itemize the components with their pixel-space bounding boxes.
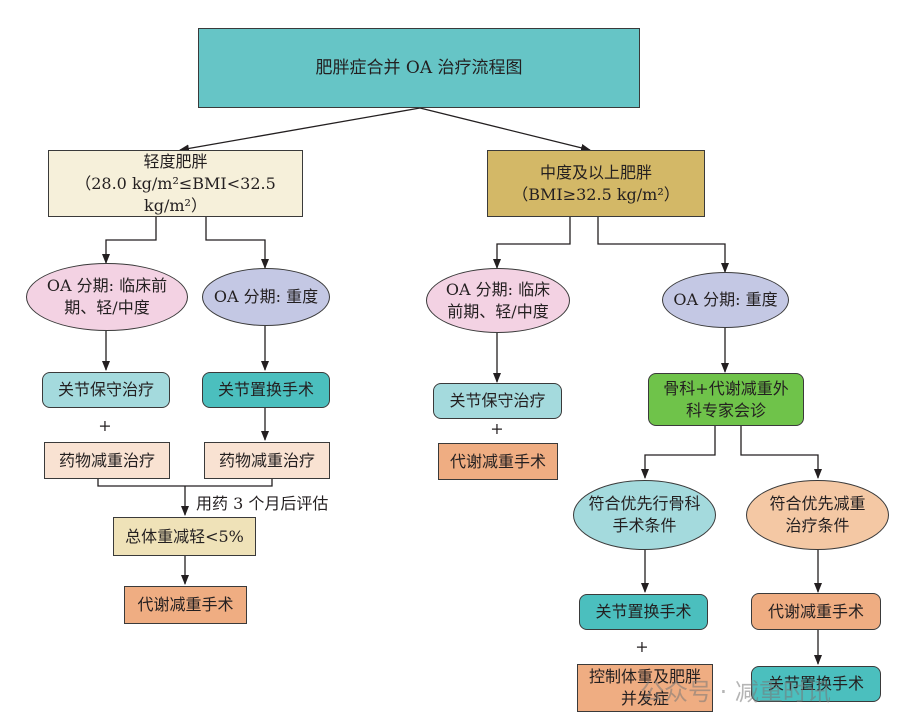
- right-metabolic-box-2: 代谢减重手术: [751, 593, 881, 630]
- control-box: 控制体重及肥胖并发症: [577, 664, 713, 712]
- moderate-obesity-range: （BMI≥32.5 kg/m²）: [512, 184, 680, 204]
- right-conservative-text: 关节保守治疗: [449, 391, 546, 410]
- arrow-moderate-to-stage2: [597, 216, 729, 273]
- arrow-title-to-mild: [179, 107, 421, 153]
- merge-bracket: [97, 478, 273, 487]
- left-stage-severe-ellipse: OA 分期: 重度: [202, 268, 330, 326]
- left-surgery-box: 关节置换手术: [202, 372, 330, 408]
- left-conservative-text: 关节保守治疗: [57, 380, 154, 399]
- consult-box: 骨科+代谢减重外科专家会诊: [648, 373, 804, 426]
- arrow-consult-to-weight: [740, 425, 822, 479]
- right-metabolic-box: 代谢减重手术: [438, 443, 558, 480]
- arrow-mild-to-stage1: [102, 216, 157, 264]
- assess-note: 用药 3 个月后评估: [196, 494, 329, 513]
- mild-obesity-range: （28.0 kg/m²≤BMI<32.5 kg/m²）: [75, 173, 276, 215]
- ortho-first-ellipse: 符合优先行骨科手术条件: [573, 480, 716, 550]
- left-drug-text-1: 药物减重治疗: [58, 450, 155, 470]
- left-plus: +: [98, 416, 112, 435]
- left-drug-text-2: 药物减重治疗: [218, 450, 315, 470]
- consult-text: 骨科+代谢减重外科专家会诊: [663, 378, 789, 420]
- right-plus: +: [490, 419, 504, 438]
- control-text: 控制体重及肥胖并发症: [588, 667, 701, 708]
- left-stage-mild-ellipse: OA 分期: 临床前期、轻/中度: [26, 263, 188, 331]
- weight-first-text: 符合优先减重治疗条件: [769, 494, 866, 535]
- mild-obesity-box: 轻度肥胖 （28.0 kg/m²≤BMI<32.5 kg/m²）: [48, 150, 303, 217]
- left-stage-mild-text: OA 分期: 临床前期、轻/中度: [46, 276, 168, 317]
- title-text: 肥胖症合并 OA 治疗流程图: [315, 58, 523, 78]
- right-joint-surgery-box: 关节置换手术: [579, 594, 708, 630]
- right-plus-2: +: [635, 637, 649, 656]
- watermark: 公众号 · 减重时讯: [640, 678, 831, 706]
- right-joint-surgery-box-2: 关节置换手术: [751, 666, 881, 702]
- title-box: 肥胖症合并 OA 治疗流程图: [198, 28, 640, 108]
- moderate-obesity-box: 中度及以上肥胖 （BMI≥32.5 kg/m²）: [487, 150, 705, 217]
- weight-loss-text: 总体重减轻<5%: [125, 526, 244, 546]
- right-stage-severe-text: OA 分期: 重度: [673, 290, 778, 309]
- left-drug-box-1: 药物减重治疗: [44, 442, 170, 479]
- right-metabolic-text: 代谢减重手术: [449, 451, 546, 471]
- right-joint-surgery-text: 关节置换手术: [595, 602, 692, 621]
- right-stage-mild-text: OA 分期: 临床前期、轻/中度: [445, 279, 551, 321]
- arrow-moderate-to-stage1: [493, 216, 571, 269]
- left-conservative-box: 关节保守治疗: [42, 372, 170, 408]
- arrow-title-to-moderate: [419, 107, 591, 152]
- right-conservative-box: 关节保守治疗: [433, 383, 562, 419]
- weight-first-ellipse: 符合优先减重治疗条件: [746, 480, 889, 550]
- left-metabolic-text: 代谢减重手术: [137, 595, 234, 614]
- mild-obesity-title: 轻度肥胖: [143, 151, 208, 171]
- right-joint-surgery-text-2: 关节置换手术: [767, 674, 864, 693]
- right-stage-severe-ellipse: OA 分期: 重度: [662, 272, 789, 328]
- ortho-first-text: 符合优先行骨科手术条件: [588, 494, 701, 535]
- right-metabolic-text-2: 代谢减重手术: [767, 601, 864, 621]
- arrow-consult-to-ortho: [641, 425, 716, 479]
- right-stage-mild-ellipse: OA 分期: 临床前期、轻/中度: [426, 268, 570, 333]
- left-metabolic-box: 代谢减重手术: [124, 586, 247, 624]
- left-drug-box-2: 药物减重治疗: [204, 442, 330, 479]
- arrow-mild-to-stage2: [205, 216, 269, 269]
- moderate-obesity-title: 中度及以上肥胖: [539, 162, 652, 182]
- left-stage-severe-text: OA 分期: 重度: [213, 287, 319, 306]
- weight-loss-box: 总体重减轻<5%: [113, 517, 256, 556]
- left-surgery-text: 关节置换手术: [217, 380, 314, 399]
